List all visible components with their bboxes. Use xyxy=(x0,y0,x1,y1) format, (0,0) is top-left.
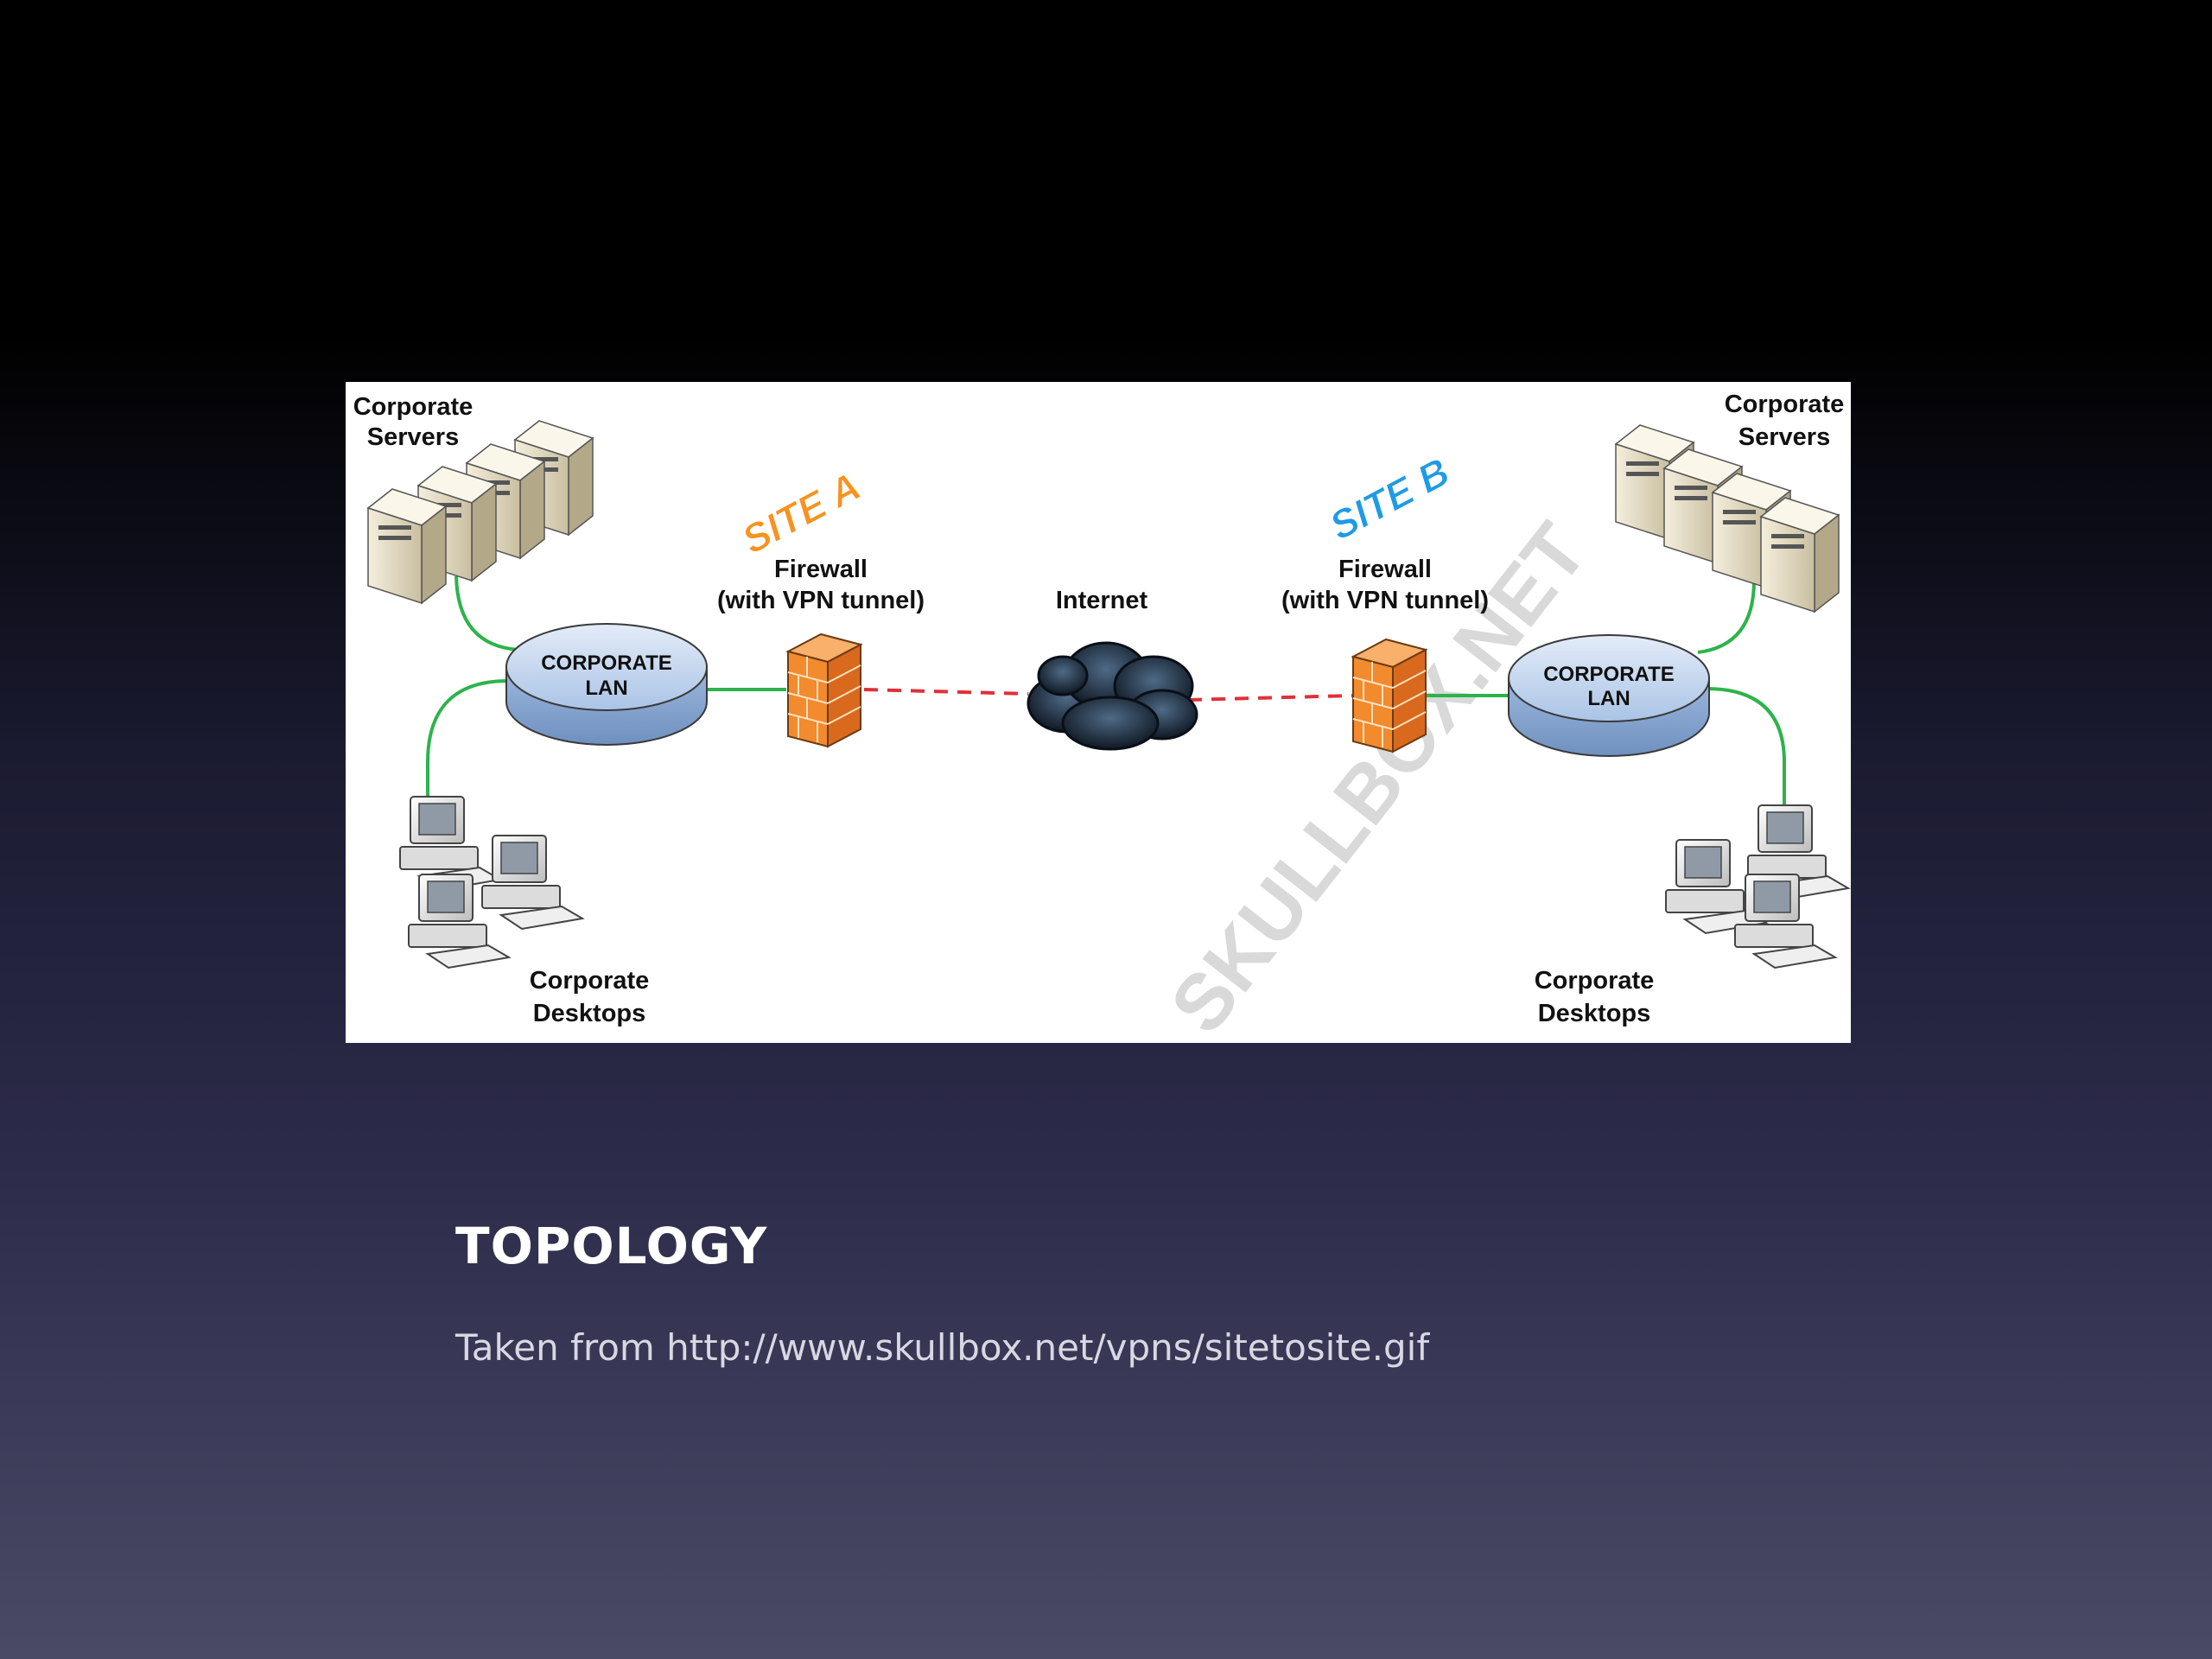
slide-caption: Taken from http://www.skullbox.net/vpns/… xyxy=(455,1326,1430,1369)
desktops-b-label-line1: Corporate xyxy=(1535,967,1655,995)
servers-b-label-line1: Corporate xyxy=(1725,391,1845,418)
link-desktops-a-lan xyxy=(426,678,511,814)
network-links xyxy=(426,575,1786,814)
site-a-label: SITE A xyxy=(734,463,868,563)
firewall-b-icon xyxy=(1351,638,1428,753)
corporate-desktops-b-icon xyxy=(1665,804,1851,969)
lan-a-label-line1: CORPORATE xyxy=(541,652,672,675)
svg-text:SITE B: SITE B xyxy=(1322,448,1456,549)
svg-text:SITE A: SITE A xyxy=(734,463,868,563)
site-b-label: SITE B xyxy=(1322,448,1457,550)
vpn-tunnel-internet-b xyxy=(1187,694,1353,702)
firewall-a-label-line2: (with VPN tunnel) xyxy=(717,587,925,614)
corporate-lan-a-icon xyxy=(505,623,708,746)
servers-b-label-line2: Servers xyxy=(1738,423,1830,451)
lan-a-label-line2: LAN xyxy=(585,677,627,700)
corporate-desktops-a-icon xyxy=(399,796,585,969)
vpn-tunnel xyxy=(863,688,1353,702)
slide-title: TOPOLOGY xyxy=(455,1217,768,1275)
firewall-a-label-line1: Firewall xyxy=(774,556,868,583)
corporate-lan-b-icon xyxy=(1508,634,1710,757)
firewall-b-label-line1: Firewall xyxy=(1338,556,1432,583)
lan-b-label-line1: CORPORATE xyxy=(1543,663,1675,686)
link-servers-b-lan xyxy=(1697,580,1756,654)
servers-a-label-line2: Servers xyxy=(367,423,459,451)
firewall-a-icon xyxy=(785,632,863,748)
desktops-b-label-line2: Desktops xyxy=(1538,1000,1651,1027)
link-servers-a-lan xyxy=(454,575,519,652)
desktops-a-label-line1: Corporate xyxy=(530,967,650,995)
internet-cloud-icon xyxy=(1027,641,1198,751)
desktops-a-label-line2: Desktops xyxy=(533,1000,646,1027)
topology-diagram: SKULLBOX.NET xyxy=(346,382,1851,1043)
link-desktops-b-lan xyxy=(1706,687,1786,812)
firewall-b-label-line2: (with VPN tunnel) xyxy=(1281,587,1489,614)
corporate-servers-a-icon xyxy=(366,420,594,605)
corporate-servers-b-icon xyxy=(1614,424,1840,613)
lan-b-label-line2: LAN xyxy=(1587,687,1630,710)
internet-label: Internet xyxy=(1056,587,1148,614)
vpn-tunnel-a-internet xyxy=(863,688,1029,696)
servers-a-label-line1: Corporate xyxy=(353,393,474,421)
